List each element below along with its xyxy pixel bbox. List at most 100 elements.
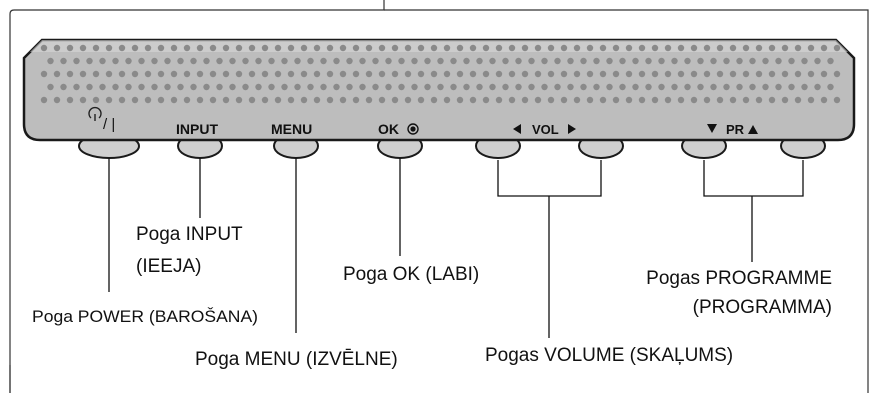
grille-dot: [716, 70, 724, 78]
grille-dot: [469, 96, 477, 104]
grille-dot: [157, 70, 165, 78]
grille-dot: [710, 83, 717, 91]
grille-dot: [450, 57, 457, 65]
grille-dot: [638, 44, 646, 52]
grille-dot: [567, 83, 574, 91]
grille-dot: [697, 57, 704, 65]
grille-dot: [66, 96, 74, 104]
grille-dot: [508, 70, 516, 78]
grille-dot: [157, 96, 165, 104]
grille-dot: [788, 57, 795, 65]
grille-dot: [417, 44, 425, 52]
grille-dot: [151, 57, 158, 65]
grille-dot: [300, 96, 308, 104]
grille-dot: [495, 70, 503, 78]
grille-dot: [801, 83, 808, 91]
grille-dot: [313, 44, 321, 52]
grille-dot: [261, 70, 269, 78]
grille-dot: [638, 70, 646, 78]
ok-panel-label: OK: [378, 121, 399, 137]
grille-dot: [482, 70, 490, 78]
grille-dot: [573, 96, 581, 104]
grille-dot: [60, 83, 67, 91]
grille-dot: [287, 44, 295, 52]
grille-dot: [690, 96, 698, 104]
grille-dot: [235, 96, 243, 104]
grille-dot: [508, 96, 516, 104]
grille-dot: [521, 44, 529, 52]
grille-dot: [586, 96, 594, 104]
grille-dot: [313, 96, 321, 104]
grille-dot: [398, 83, 405, 91]
grille-dot: [710, 57, 717, 65]
speaker-grille: [40, 44, 841, 104]
grille-dot: [463, 57, 470, 65]
grille-dot: [671, 57, 678, 65]
grille-dot: [534, 44, 542, 52]
grille-dot: [144, 70, 152, 78]
grille-dot: [664, 96, 672, 104]
grille-dot: [820, 44, 828, 52]
grille-dot: [729, 70, 737, 78]
grille-dot: [541, 83, 548, 91]
grille-dot: [658, 83, 665, 91]
grille-dot: [248, 44, 256, 52]
grille-dot: [170, 96, 178, 104]
programme-bracket: [703, 160, 804, 197]
grille-dot: [229, 57, 236, 65]
grille-dot: [53, 70, 61, 78]
grille-dot: [619, 57, 626, 65]
grille-dot: [768, 96, 776, 104]
grille-dot: [456, 44, 464, 52]
grille-dot: [469, 70, 477, 78]
grille-dot: [814, 57, 821, 65]
grille-dot: [807, 44, 815, 52]
grille-dot: [625, 44, 633, 52]
grille-dot: [749, 57, 756, 65]
grille-dot: [112, 83, 119, 91]
grille-dot: [703, 44, 711, 52]
grille-dot: [365, 44, 373, 52]
grille-dot: [40, 70, 48, 78]
pr-panel-label: PR: [726, 122, 745, 137]
grille-dot: [612, 96, 620, 104]
grille-dot: [196, 44, 204, 52]
grille-dot: [645, 57, 652, 65]
grille-dot: [157, 44, 165, 52]
grille-dot: [599, 70, 607, 78]
grille-dot: [515, 57, 522, 65]
grille-dot: [768, 44, 776, 52]
grille-dot: [606, 83, 613, 91]
grille-dot: [86, 57, 93, 65]
grille-dot: [645, 83, 652, 91]
grille-dot: [359, 57, 366, 65]
grille-dot: [294, 57, 301, 65]
grille-dot: [502, 83, 509, 91]
grille-dot: [79, 70, 87, 78]
grille-dot: [638, 96, 646, 104]
grille-dot: [248, 70, 256, 78]
grille-dot: [112, 57, 119, 65]
grille-dot: [482, 96, 490, 104]
grille-dot: [703, 70, 711, 78]
grille-dot: [164, 83, 171, 91]
grille-dot: [749, 83, 756, 91]
grille-dot: [209, 96, 217, 104]
grille-dot: [567, 57, 574, 65]
grille-dot: [203, 57, 210, 65]
grille-dot: [118, 70, 126, 78]
grille-dot: [625, 70, 633, 78]
grille-dot: [216, 57, 223, 65]
grille-dot: [781, 70, 789, 78]
grille-dot: [372, 57, 379, 65]
grille-dot: [827, 83, 834, 91]
grille-dot: [456, 70, 464, 78]
grille-dot: [125, 57, 132, 65]
grille-dot: [300, 44, 308, 52]
grille-dot: [521, 70, 529, 78]
triangle-left-icon: [513, 124, 521, 134]
grille-dot: [599, 96, 607, 104]
grille-dot: [248, 96, 256, 104]
grille-dot: [294, 83, 301, 91]
grille-dot: [222, 96, 230, 104]
